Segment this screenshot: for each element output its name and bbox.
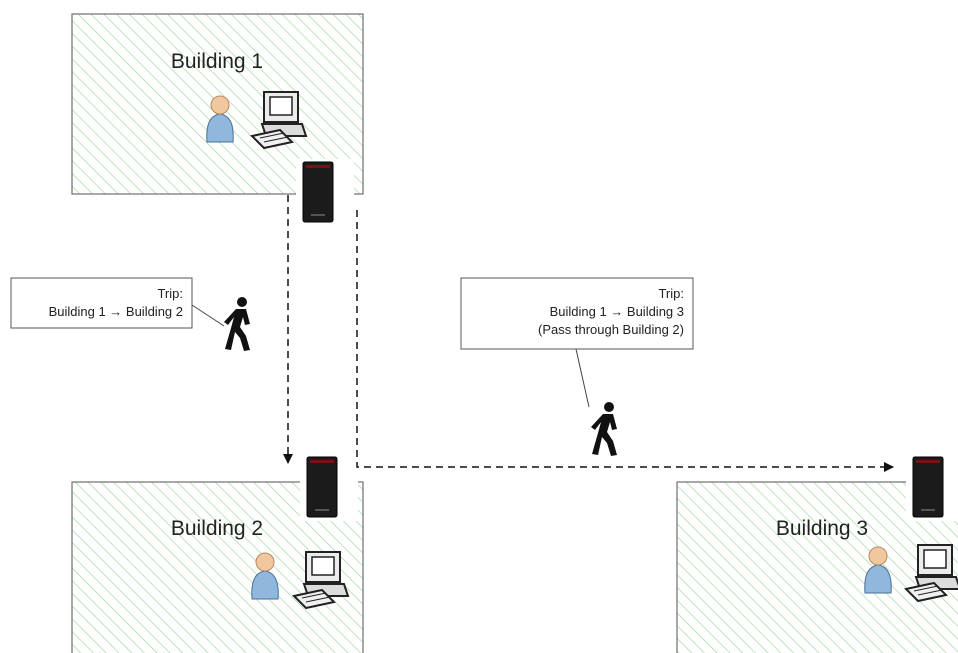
callout-1-line2: Building 1 → Building 2 [49,304,183,319]
callout-2-line3: (Pass through Building 2) [538,322,684,337]
card-reader-icon [905,453,958,522]
path-arrow-to-building-3 [356,210,894,472]
card-reader-icon [299,453,359,522]
callout-2-line1: Trip: [658,286,684,301]
building-2-label: Building 2 [171,517,263,540]
person-icon [206,95,234,143]
building-3-label: Building 3 [776,517,868,540]
card-reader-icon [295,158,355,227]
person-icon [864,546,892,594]
trip-callout-1: Trip: Building 1 → Building 2 [10,277,225,329]
building-1: Building 1 [71,13,364,195]
person-icon [251,552,279,600]
callout-2-line2: Building 1 → Building 3 [550,304,684,319]
trip-callout-2: Trip: Building 1 → Building 3 (Pass thro… [460,277,694,408]
callout-1-line1: Trip: [157,286,183,301]
building-1-label: Building 1 [171,50,263,73]
walking-person-icon [591,402,617,456]
walking-person-icon [224,297,250,351]
